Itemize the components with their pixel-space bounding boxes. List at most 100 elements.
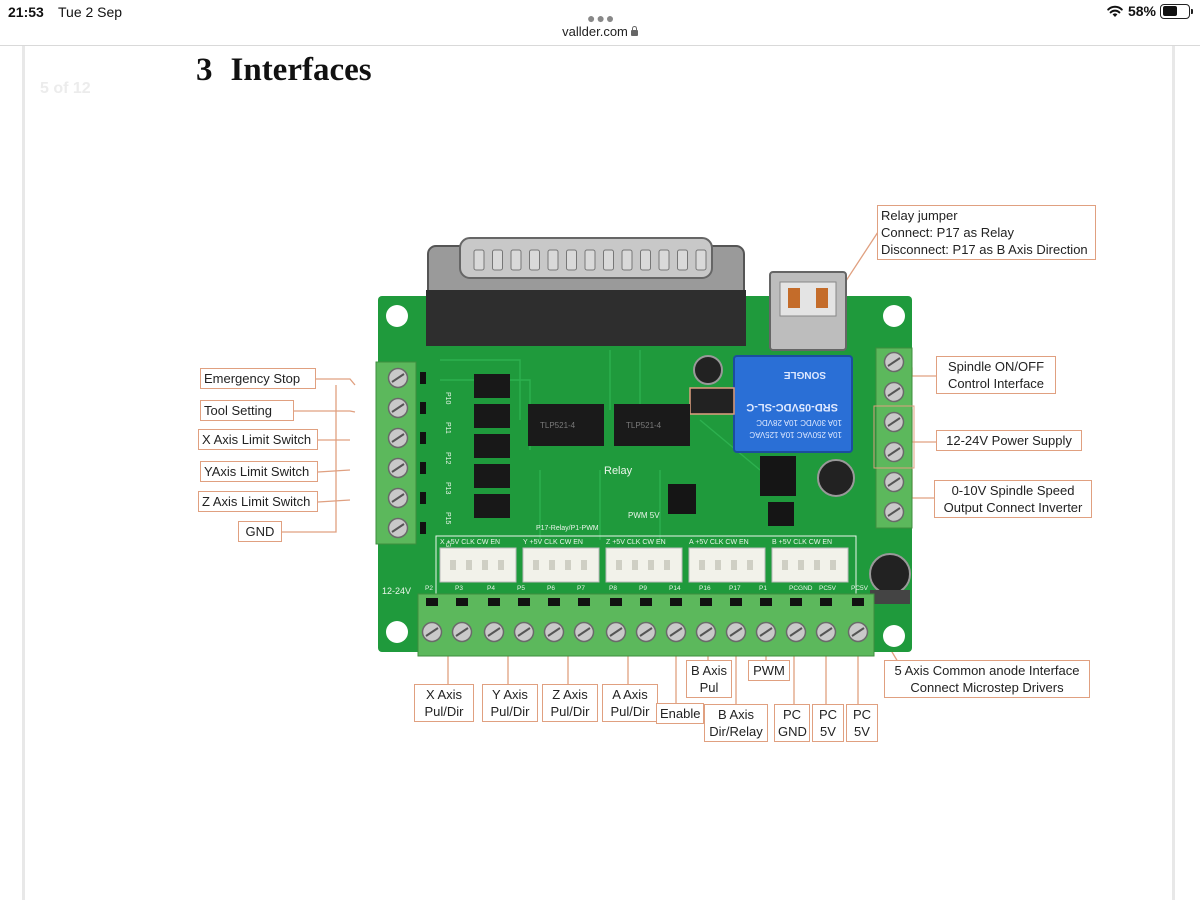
pc-gnd-line-2: GND — [778, 724, 807, 739]
left-terminal-screw — [387, 457, 409, 479]
spindle-speed-line-2: Output Connect Inverter — [943, 500, 1083, 515]
bottom-terminal-screw — [725, 621, 747, 643]
b-pul-line-2: Pul — [699, 680, 719, 695]
y-axis-line-1: Y Axis — [492, 687, 528, 702]
right-terminal-screw — [883, 471, 905, 493]
browser-address-bar[interactable]: ●●● vallder.com — [0, 0, 1200, 46]
bottom-terminal-clamp — [700, 598, 712, 606]
more-options-icon[interactable]: ●●● — [587, 10, 616, 26]
url-text: vallder.com — [562, 24, 628, 39]
header-label: A +5V CLK CW EN — [689, 539, 749, 546]
left-terminal-clamp — [420, 522, 426, 534]
bottom-terminal-screw-slot — [639, 627, 653, 637]
left-terminal-screw — [387, 517, 409, 539]
battery-fill — [1162, 6, 1177, 16]
callout-x-limit: X Axis Limit Switch — [198, 429, 318, 450]
header-slot — [830, 560, 836, 570]
header-slot — [482, 560, 488, 570]
b-dir-line-1: B Axis — [717, 707, 755, 722]
left-terminal-screw-slot — [391, 463, 405, 473]
bottom-terminal-clamp — [640, 598, 652, 606]
bottom-terminal-clamp — [426, 598, 438, 606]
leader-gnd — [282, 385, 337, 533]
header-slot — [664, 560, 670, 570]
url-display[interactable]: vallder.com — [0, 24, 1200, 39]
bottom-terminal-screw-slot — [819, 627, 833, 637]
bottom-terminal-screw-slot — [699, 627, 713, 637]
ic-chips: TLP521-4 TLP521-4 — [528, 404, 796, 526]
header-slot — [782, 560, 788, 570]
bottom-terminal-clamp — [610, 598, 622, 606]
bottom-terminal-clamp — [456, 598, 468, 606]
status-date: Tue 2 Sep — [58, 4, 123, 20]
optocoupler — [474, 464, 510, 488]
capacitors — [693, 355, 911, 604]
callout-y-limit: YAxis Limit Switch — [200, 461, 318, 482]
pin-label: P7 — [577, 585, 585, 592]
header-slot — [533, 560, 539, 570]
left-pin-label: P11 — [444, 422, 451, 434]
right-terminal-screw — [883, 441, 905, 463]
left-terminal-body — [375, 361, 417, 545]
relay-jumper-title: Relay jumper — [881, 208, 958, 223]
spindle-speed-line-1: 0-10V Spindle Speed — [951, 483, 1075, 498]
status-right: 58% — [1106, 3, 1193, 19]
bottom-terminal-screw — [815, 621, 837, 643]
header-slot — [731, 560, 737, 570]
header-slot — [715, 560, 721, 570]
callout-pc-gnd: PC GND — [774, 704, 810, 742]
db25-pin — [658, 249, 670, 271]
optocouplers — [474, 374, 510, 518]
silk-12-24v: 12-24V — [382, 586, 411, 596]
header-label: X +5V CLK CW EN — [440, 539, 500, 546]
db25-pin — [529, 249, 540, 271]
header-slot — [814, 560, 820, 570]
header-slot — [450, 560, 456, 570]
a-axis-line-1: A Axis — [612, 687, 648, 702]
bottom-terminal-screw — [755, 621, 777, 643]
right-terminal-screw-slot — [887, 357, 901, 367]
right-terminal-screw — [883, 411, 905, 433]
callout-power-supply: 12-24V Power Supply — [936, 430, 1082, 451]
db25-pin — [547, 249, 559, 271]
bottom-terminal-screw — [635, 621, 657, 643]
db25-pin — [473, 249, 485, 271]
callout-pc5v-2: PC 5V — [846, 704, 878, 742]
callout-b-pul: B Axis Pul — [686, 660, 732, 698]
section-number: 3 — [196, 52, 213, 88]
battery-percentage: 58% — [1127, 3, 1156, 19]
silk-relay: Relay — [604, 465, 633, 477]
callout-enable: Enable — [656, 703, 704, 724]
document-edge-left — [22, 46, 25, 900]
relay: 10A 250VAC 10A 125VAC 10A 30VDC 10A 28VD… — [733, 355, 853, 453]
bottom-terminal-screw-slot — [577, 627, 591, 637]
bottom-terminal-screw — [847, 621, 869, 643]
bottom-terminal-clamp — [578, 598, 590, 606]
y-axis-line-2: Pul/Dir — [490, 704, 530, 719]
left-terminal-clamp — [420, 492, 426, 504]
header-slot — [565, 560, 571, 570]
leader-z-limit — [317, 499, 351, 503]
header-slot — [699, 560, 705, 570]
left-terminal-clamp — [420, 432, 426, 444]
optocoupler — [474, 434, 510, 458]
pin-label: P2 — [425, 585, 433, 592]
callout-relay-jumper: Relay jumper Connect: P17 as Relay Disco… — [877, 205, 1096, 260]
header-slot — [632, 560, 638, 570]
left-pin-label: P15 — [444, 512, 451, 525]
relay-brand: SONGLE — [783, 369, 826, 380]
optocoupler — [474, 374, 510, 398]
left-terminal-screw — [387, 397, 409, 419]
relay-jumper-connect: Connect: P17 as Relay — [881, 225, 1014, 240]
pc5v-2-line-1: PC — [852, 707, 872, 722]
battery-icon — [1160, 3, 1193, 19]
left-terminal-clamp — [420, 402, 426, 414]
left-terminal-screw — [387, 427, 409, 449]
right-terminal-body — [875, 347, 913, 529]
callout-y-axis: Y Axis Pul/Dir — [482, 684, 538, 722]
bottom-terminal-clamp — [488, 598, 500, 606]
pc-gnd-line-1: PC — [782, 707, 802, 722]
